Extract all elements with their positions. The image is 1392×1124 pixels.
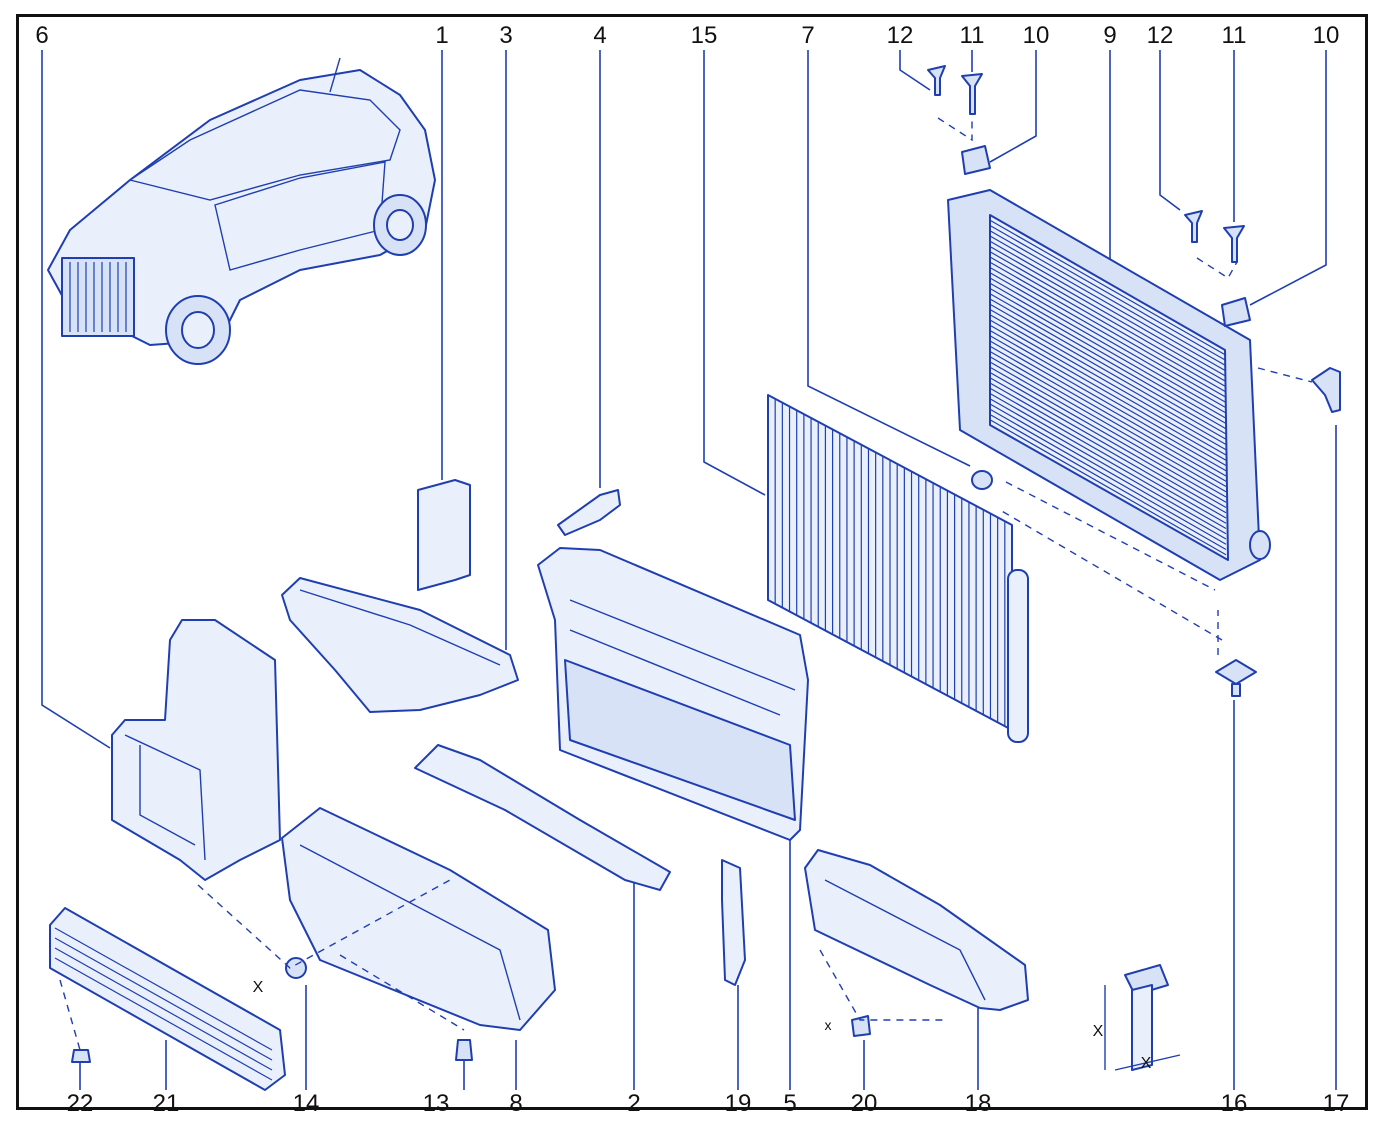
callout-20: 20 [850, 1090, 878, 1117]
dimension-label-x-clip: x [824, 1017, 832, 1033]
part-2-deflector [414, 744, 671, 891]
callout-8: 8 [509, 1090, 523, 1117]
callout-15: 15 [690, 22, 718, 49]
callout-19: 19 [724, 1090, 752, 1117]
leader-lines [41, 50, 1337, 1090]
part-12-bolt-top [927, 65, 946, 96]
part-18-lower-duct [804, 849, 1029, 1011]
part-1-plate [417, 479, 471, 591]
callout-11-top: 11 [959, 22, 985, 49]
part-22-screw [71, 1049, 91, 1063]
assembly-lines [59, 117, 1313, 1051]
part-9-radiator [947, 189, 1271, 581]
callout-11-right: 11 [1221, 22, 1247, 49]
part-11-bolt-top [961, 73, 983, 115]
part-6-left-duct [111, 619, 281, 881]
callout-16: 16 [1220, 1090, 1248, 1117]
part-16-mount [1215, 659, 1257, 697]
callout-9: 9 [1103, 22, 1117, 49]
callout-12-top: 12 [886, 22, 914, 49]
dimension-label-x-nut: X [252, 979, 264, 996]
part-14-nut [285, 957, 307, 979]
part-7-grommet [971, 470, 993, 490]
callout-18: 18 [964, 1090, 992, 1117]
part-11-bolt-right [1223, 225, 1245, 263]
callout-10-top: 10 [1022, 22, 1050, 49]
part-17-clip [1311, 367, 1341, 413]
callout-10-right: 10 [1312, 22, 1340, 49]
dimension-label-x-bolt-horizontal: X [1140, 1055, 1152, 1072]
callout-4: 4 [593, 22, 607, 49]
part-10-clip-top [961, 145, 991, 175]
callout-21: 21 [152, 1090, 180, 1117]
diagram-frame [16, 14, 1368, 1110]
callout-3: 3 [499, 22, 513, 49]
callout-17: 17 [1322, 1090, 1350, 1117]
callout-22: 22 [66, 1090, 94, 1117]
callout-13: 13 [422, 1090, 450, 1117]
part-13-screw [455, 1039, 473, 1061]
callout-2: 2 [627, 1090, 641, 1117]
callout-1: 1 [435, 22, 449, 49]
callout-6: 6 [35, 22, 49, 49]
bolt-dimension-sketch [1104, 964, 1181, 1071]
part-3-upper-duct [281, 577, 519, 713]
callout-14: 14 [292, 1090, 320, 1117]
part-10-clip-right [1221, 297, 1251, 327]
part-15-condenser [767, 394, 1029, 743]
part-8-lower-duct [281, 807, 556, 1031]
part-20-clip [851, 1015, 871, 1037]
part-4-bracket [557, 489, 621, 536]
part-19-bracket [721, 859, 746, 986]
callout-5: 5 [783, 1090, 797, 1117]
callout-12-right: 12 [1146, 22, 1174, 49]
callout-7: 7 [801, 22, 815, 49]
dimension-label-x-bolt-vertical: X [1092, 1023, 1104, 1040]
vehicle-illustration [47, 57, 436, 365]
part-12-bolt-right [1184, 210, 1203, 243]
